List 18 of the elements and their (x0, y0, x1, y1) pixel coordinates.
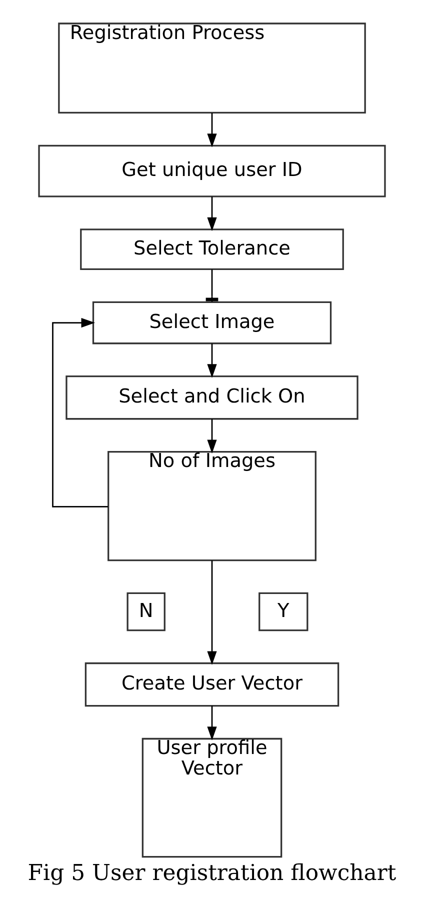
arrow (52, 318, 108, 508)
arrow (207, 344, 217, 378)
node-box: Create User Vector (84, 662, 340, 707)
node-box: N (126, 592, 166, 632)
arrow (207, 112, 217, 148)
arrow (207, 419, 217, 454)
node-box: Select Tolerance (80, 228, 344, 270)
node-box: Registration Process (58, 22, 366, 114)
caption: Fig 5 User registration flowchart (28, 860, 396, 886)
node-box: Get unique user ID (38, 144, 386, 198)
arrow (207, 196, 217, 232)
node-box: Select Image (92, 301, 332, 344)
arrow (207, 706, 217, 740)
arrow (207, 560, 217, 665)
node-box: No of Images (108, 451, 316, 562)
node-box: User profile Vector (142, 738, 282, 858)
node-box: Y (258, 592, 308, 632)
node-box: Select and Click On (66, 376, 358, 420)
